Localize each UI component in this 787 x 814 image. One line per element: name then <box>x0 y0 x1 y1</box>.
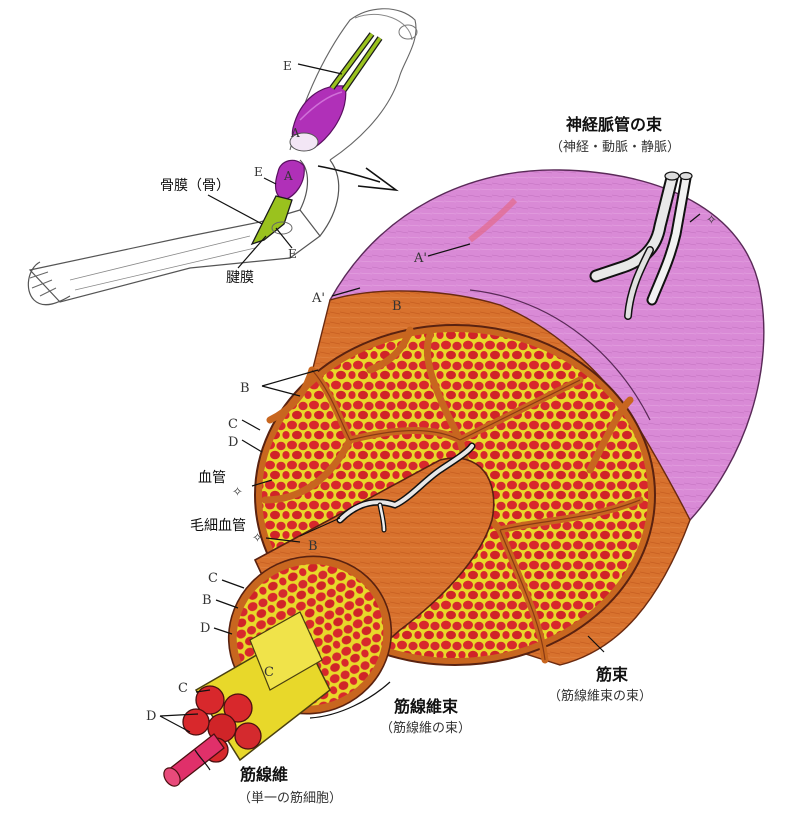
label-nerve-bundle: 神経脈管の束 <box>566 115 663 134</box>
label-d-main: D <box>228 435 238 450</box>
label-a-prime-left: A' <box>311 291 325 306</box>
star-blood-vessel: ✧ <box>232 485 243 500</box>
label-e-mid: E <box>254 165 263 179</box>
japanese-labels: 神経脈管の束 （神経・動脈・静脈） 骨膜（骨） 腱膜 血管 毛細血管 筋束 （筋… <box>160 115 680 806</box>
label-e-top: E <box>283 59 292 73</box>
star-markers: ✧ ✧ ✧ <box>232 213 717 546</box>
label-b-middle-2: B <box>202 593 212 608</box>
star-vessel: ✧ <box>706 213 717 228</box>
label-c-fiber: C <box>178 681 188 696</box>
label-fiber: 筋線維 <box>239 765 288 784</box>
label-a-arm-lower: A <box>283 169 293 183</box>
label-b-top: B <box>392 299 402 314</box>
label-capillary: 毛細血管 <box>190 518 246 534</box>
label-d-fiber: D <box>146 709 156 724</box>
label-blood-vessel: 血管 <box>198 470 226 486</box>
label-e-bottom: E <box>288 247 297 261</box>
label-fascicle-sub: （筋線維束の束） <box>548 688 652 704</box>
label-b-main: B <box>240 381 250 396</box>
label-a-prime-top: A' <box>413 251 427 266</box>
label-fiber-bundle-sub: （筋線維の束） <box>380 720 471 736</box>
label-c-middle: C <box>208 571 218 586</box>
nerve-vessel-bundle <box>589 171 693 320</box>
label-c-main: C <box>228 417 238 432</box>
star-capillary: ✧ <box>252 531 263 546</box>
label-nerve-bundle-sub: （神経・動脈・静脈） <box>550 140 680 155</box>
label-a-arm: A <box>290 126 300 140</box>
perimysium-outlines <box>311 369 641 661</box>
label-fascicle: 筋束 <box>595 665 629 684</box>
muscle-fiber-cylinder <box>163 611 331 787</box>
label-tendon: 腱膜 <box>226 270 254 286</box>
label-c-fiber-cyl: C <box>264 665 274 680</box>
label-fiber-bundle: 筋線維束 <box>393 697 459 716</box>
label-fiber-sub: （単一の筋細胞） <box>238 790 342 806</box>
letter-labels: E A E A E A' A' B B C D B C B D C C D <box>146 59 427 724</box>
label-b-middle: B <box>308 539 318 554</box>
leader-lines <box>159 63 701 771</box>
arm-sketch <box>27 8 418 306</box>
label-periosteum: 骨膜（骨） <box>160 178 230 194</box>
label-d-middle: D <box>200 621 210 636</box>
